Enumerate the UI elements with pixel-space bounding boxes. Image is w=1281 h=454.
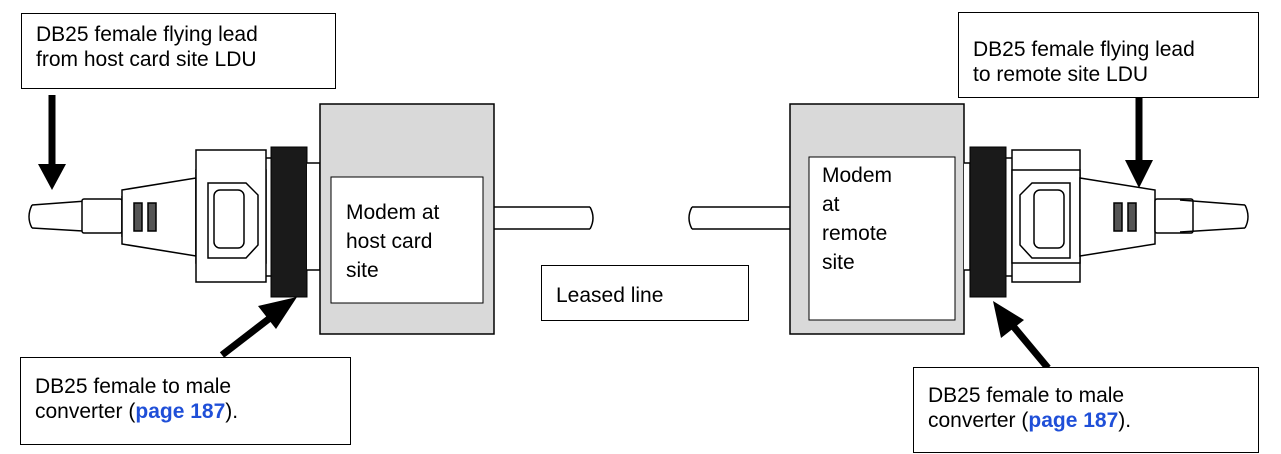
host-lead-line1: DB25 female flying lead <box>36 23 258 46</box>
host-converter-suffix: ). <box>225 400 239 423</box>
leased-line-left <box>494 206 594 230</box>
arrow-remote-converter <box>993 301 1051 371</box>
remote-db25-plug <box>1006 149 1194 283</box>
host-lead-label: DB25 female flying lead from host card s… <box>21 13 336 89</box>
host-converter-page-link[interactable]: page 187 <box>135 400 226 423</box>
remote-modem-label-box <box>808 156 956 321</box>
leased-line-right <box>688 206 790 230</box>
host-converter-prefix: converter ( <box>35 400 136 423</box>
host-modem-line2: host card <box>346 230 433 253</box>
remote-modem-line2: at <box>822 193 840 216</box>
host-modem-label-box <box>330 176 484 304</box>
remote-converter-line1: DB25 female to male <box>928 384 1125 407</box>
remote-lead-line1: DB25 female flying lead <box>973 38 1195 61</box>
host-modem-line1: Modem at <box>346 201 440 224</box>
remote-modem-line1: Modem <box>822 164 893 187</box>
host-converter-block <box>270 146 308 298</box>
remote-cable <box>1179 199 1249 233</box>
remote-modem-label: Modem at remote site <box>822 163 892 275</box>
leased-line-label: Leased line <box>541 265 749 321</box>
remote-lead-label: DB25 female flying lead to remote site L… <box>958 12 1259 98</box>
host-converter-line2: converter (page 187). <box>35 399 338 424</box>
remote-converter-prefix: converter ( <box>928 409 1029 432</box>
arrow-remote-lead <box>1125 95 1153 188</box>
remote-converter-page-link[interactable]: page 187 <box>1028 409 1119 432</box>
remote-lead-line2: to remote site LDU <box>973 63 1149 86</box>
host-converter-line1: DB25 female to male <box>35 375 232 398</box>
remote-converter-line2: converter (page 187). <box>928 408 1246 433</box>
leased-line-text: Leased line <box>556 284 664 307</box>
remote-modem-line3: remote <box>822 222 888 245</box>
remote-converter-suffix: ). <box>1118 409 1132 432</box>
remote-converter-block <box>969 146 1007 298</box>
remote-converter-label: DB25 female to male converter (page 187)… <box>913 367 1259 453</box>
arrow-host-lead <box>38 95 66 190</box>
remote-modem-line4: site <box>822 251 855 274</box>
arrow-host-converter <box>219 297 297 358</box>
host-lead-line2: from host card site LDU <box>36 48 257 71</box>
host-db25-plug <box>81 149 267 283</box>
host-converter-label: DB25 female to male converter (page 187)… <box>20 357 351 445</box>
host-modem-line3: site <box>346 259 379 282</box>
host-modem-label: Modem at host card site <box>346 200 439 283</box>
